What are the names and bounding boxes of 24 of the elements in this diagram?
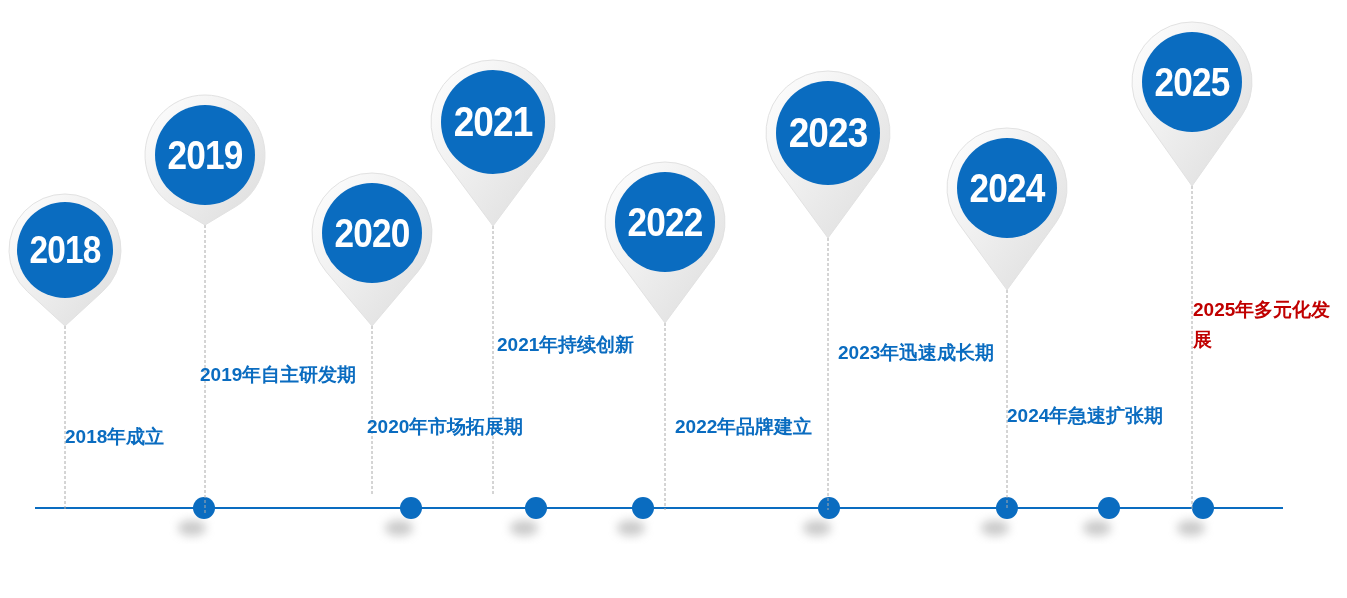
year-label: 2021 xyxy=(453,101,533,143)
map-pin xyxy=(1132,22,1252,186)
map-pin xyxy=(145,95,265,225)
milestone-caption: 2023年迅速成长期 xyxy=(838,341,996,365)
map-pin xyxy=(947,128,1067,290)
year-label: 2022 xyxy=(627,202,703,242)
year-label: 2025 xyxy=(1154,62,1230,102)
milestone-caption: 2019年自主研发期 xyxy=(200,363,358,387)
milestone-caption: 2022年品牌建立 xyxy=(675,415,814,439)
year-label: 2023 xyxy=(788,112,868,154)
year-label: 2019 xyxy=(167,135,243,175)
map-pin xyxy=(9,194,121,326)
year-label: 2020 xyxy=(334,213,410,253)
milestone-caption: 2025年多元化发展 xyxy=(1193,298,1332,352)
map-pin xyxy=(312,173,432,326)
map-pin xyxy=(766,71,890,238)
milestone-caption: 2021年持续创新 xyxy=(497,333,636,357)
map-pin xyxy=(605,162,725,323)
milestone-caption: 2018年成立 xyxy=(65,425,166,449)
year-label: 2018 xyxy=(29,231,101,269)
map-pin xyxy=(431,60,555,226)
milestone-caption: 2020年市场拓展期 xyxy=(367,415,525,439)
milestone-caption: 2024年急速扩张期 xyxy=(1007,404,1165,428)
year-label: 2024 xyxy=(969,168,1045,208)
